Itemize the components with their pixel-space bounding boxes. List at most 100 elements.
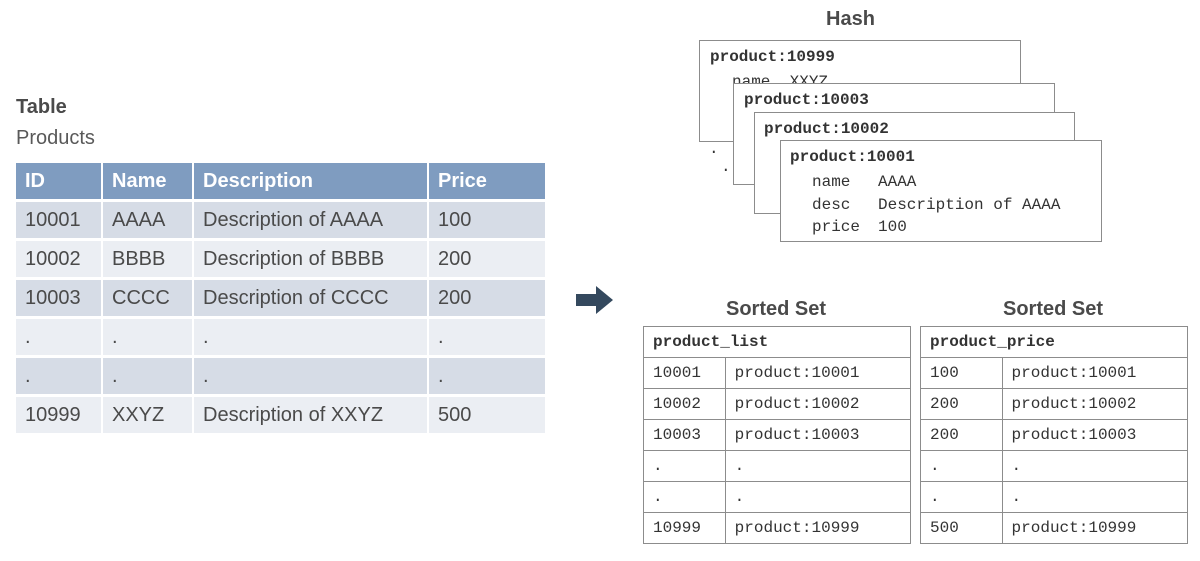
sorted-set-heading: Sorted Set [1003, 298, 1104, 320]
sorted-set-heading: Sorted Set [726, 298, 827, 320]
cell-name: . [103, 319, 194, 358]
hash-field-value: 100 [878, 218, 907, 236]
table-name: Products [16, 127, 95, 149]
cell-name: . [103, 358, 194, 397]
hash-field-row: price 100 [812, 216, 1060, 239]
hash-card-10001: product:10001 name AAAA desc Description o… [780, 140, 1102, 242]
cell-price: 200 [429, 241, 545, 280]
score-cell: 100 [920, 357, 1003, 389]
score-cell: 200 [920, 388, 1003, 420]
cell-price: . [429, 319, 545, 358]
score-cell: 10002 [643, 388, 726, 420]
member-cell: product:10999 [1001, 512, 1189, 544]
score-cell: . [920, 450, 1003, 482]
cell-id: . [16, 358, 103, 397]
cell-price: . [429, 358, 545, 397]
cell-description: . [194, 319, 429, 358]
member-cell: product:10001 [1001, 357, 1189, 389]
table-row: . . . . [16, 319, 545, 358]
score-cell: . [920, 481, 1003, 513]
stack-dot: . [709, 140, 719, 158]
table-row: 10999 XXYZ Description of XXYZ 500 [16, 397, 545, 436]
cell-description: Description of BBBB [194, 241, 429, 280]
hash-field-name: name [812, 173, 851, 191]
cell-description: Description of XXYZ [194, 397, 429, 436]
products-table: ID Name Description Price 10001 AAAA Des… [16, 163, 545, 436]
cell-name: CCCC [103, 280, 194, 319]
sorted-set-row: .. [920, 481, 1189, 513]
score-cell: 500 [920, 512, 1003, 544]
score-cell: . [643, 450, 726, 482]
table-row: 10002 BBBB Description of BBBB 200 [16, 241, 545, 280]
column-header-price: Price [429, 163, 545, 202]
column-header-description: Description [194, 163, 429, 202]
cell-price: 200 [429, 280, 545, 319]
stack-dot: . [721, 158, 731, 176]
member-cell: . [1001, 450, 1189, 482]
member-cell: product:10003 [1001, 419, 1189, 451]
cell-id: 10001 [16, 202, 103, 241]
column-header-name: Name [103, 163, 194, 202]
sorted-set-key-row: product_price [920, 326, 1188, 358]
cell-name: BBBB [103, 241, 194, 280]
hash-heading: Hash [826, 8, 875, 30]
hash-field-row: name AAAA [812, 171, 1060, 194]
sorted-set-row: .. [643, 481, 912, 513]
hash-key: product:10999 [710, 48, 835, 66]
member-cell: product:10003 [724, 419, 912, 451]
table-row: 10001 AAAA Description of AAAA 100 [16, 202, 545, 241]
cell-name: XXYZ [103, 397, 194, 436]
sorted-set-key: product_price [920, 326, 1188, 358]
sorted-set-key: product_list [643, 326, 911, 358]
hash-field-row: desc Description of AAAA [812, 194, 1060, 217]
hash-key: product:10002 [764, 120, 889, 138]
table-header-row: ID Name Description Price [16, 163, 545, 202]
score-cell: 10999 [643, 512, 726, 544]
sorted-set-row: .. [920, 450, 1189, 482]
cell-price: 100 [429, 202, 545, 241]
member-cell: product:10002 [724, 388, 912, 420]
cell-id: . [16, 319, 103, 358]
table-row: . . . . [16, 358, 545, 397]
cell-price: 500 [429, 397, 545, 436]
score-cell: 10001 [643, 357, 726, 389]
cell-id: 10002 [16, 241, 103, 280]
table-heading: Table [16, 96, 67, 118]
cell-id: 10003 [16, 280, 103, 319]
member-cell: . [724, 450, 912, 482]
hash-field-name: price [812, 218, 861, 236]
hash-field-value: AAAA [878, 173, 917, 191]
score-cell: 200 [920, 419, 1003, 451]
hash-field-name: desc [812, 195, 851, 214]
cell-description: Description of AAAA [194, 202, 429, 241]
column-header-id: ID [16, 163, 103, 202]
hash-fields: name AAAA desc Description of AAAA price 10… [812, 171, 1060, 239]
right-arrow-icon [576, 286, 613, 314]
hash-key: product:10001 [790, 148, 915, 166]
member-cell: product:10001 [724, 357, 912, 389]
hash-key: product:10003 [744, 91, 869, 109]
cell-id: 10999 [16, 397, 103, 436]
sorted-set-key-row: product_list [643, 326, 911, 358]
member-cell: . [724, 481, 912, 513]
cell-description: Description of CCCC [194, 280, 429, 319]
score-cell: . [643, 481, 726, 513]
cell-name: AAAA [103, 202, 194, 241]
score-cell: 10003 [643, 419, 726, 451]
member-cell: product:10999 [724, 512, 912, 544]
sorted-set-row: .. [643, 450, 912, 482]
table-row: 10003 CCCC Description of CCCC 200 [16, 280, 545, 319]
member-cell: . [1001, 481, 1189, 513]
hash-field-value: Description of AAAA [878, 195, 1061, 214]
member-cell: product:10002 [1001, 388, 1189, 420]
cell-description: . [194, 358, 429, 397]
